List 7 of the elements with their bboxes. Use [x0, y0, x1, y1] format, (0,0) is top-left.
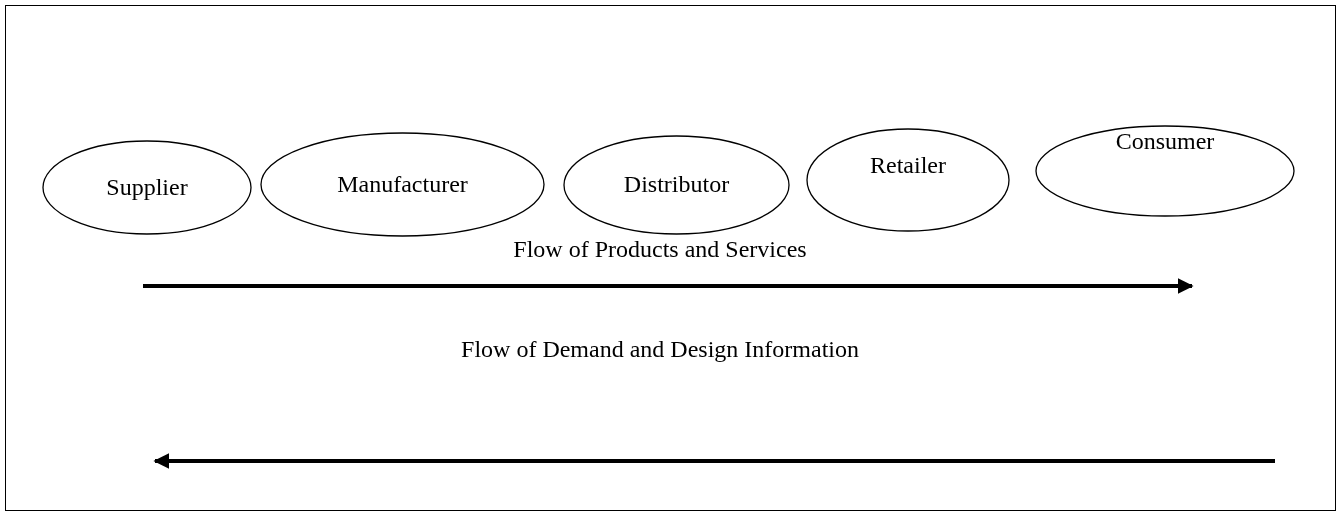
flow-label: Flow of Demand and Design Information: [461, 336, 859, 363]
flow-label: Flow of Products and Services: [513, 236, 807, 263]
node-label: Consumer: [1114, 127, 1216, 155]
node-label: Retailer: [869, 152, 947, 180]
node-label: Supplier: [105, 173, 189, 201]
node-label: Distributor: [622, 171, 731, 198]
node-label: Manufacturer: [336, 170, 469, 198]
